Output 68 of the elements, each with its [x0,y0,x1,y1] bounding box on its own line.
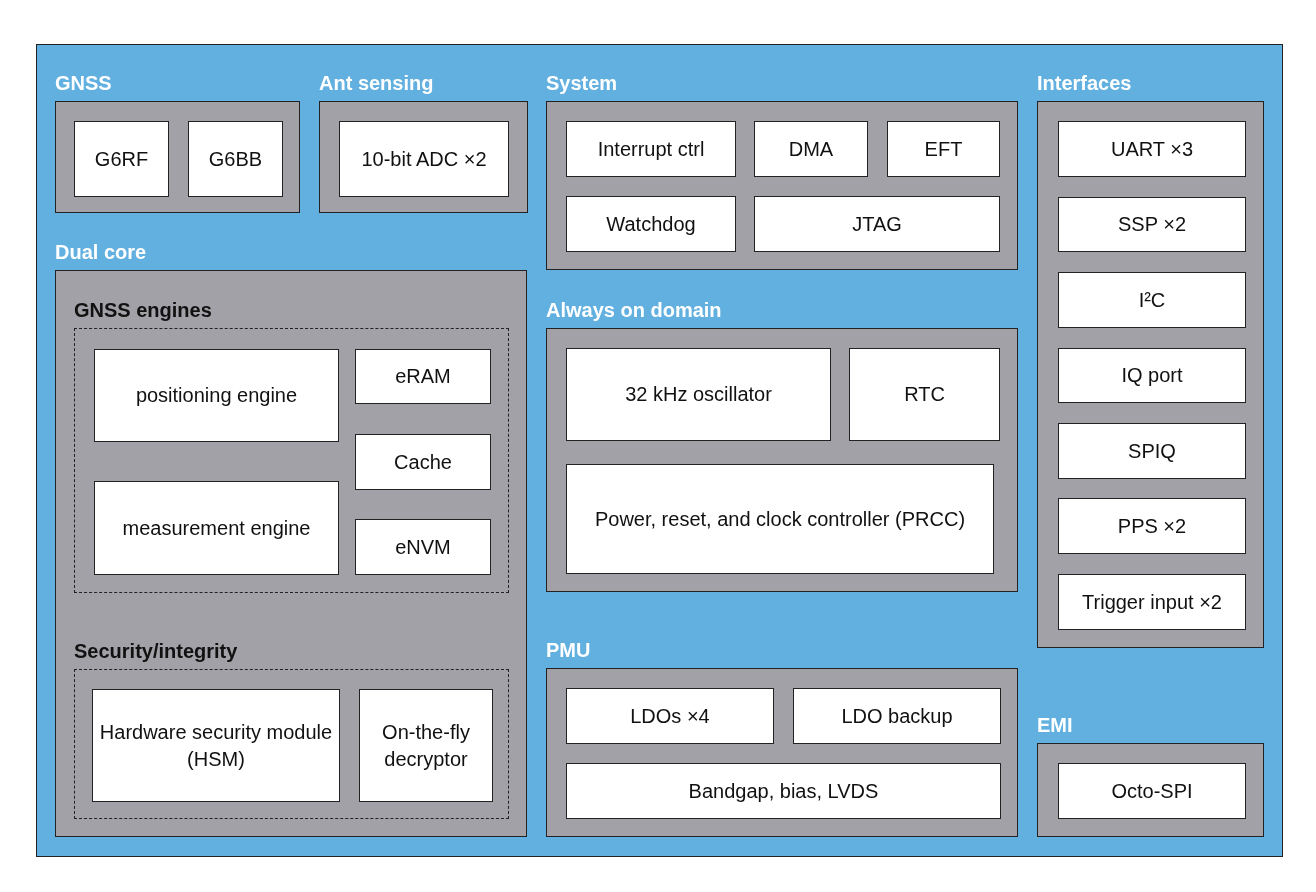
block-label: eNVM [395,534,451,560]
block-label: RTC [904,382,945,407]
block-box [1058,423,1246,479]
block-label: 10-bit ADC ×2 [361,146,487,172]
block-box [355,349,491,404]
block-label: 32 kHz oscillator [625,382,772,407]
block-box [1058,574,1246,630]
block-box [887,121,1000,177]
block-box [1058,763,1246,819]
block-label: Trigger input ×2 [1082,589,1222,615]
block-label: G6RF [94,146,149,172]
group-heading: Ant sensing [319,73,434,93]
block-box [1058,348,1246,403]
block-label: Cache [394,449,452,475]
block-label: JTAG [852,211,902,237]
block-box [339,121,509,197]
block-box [188,121,283,197]
block-box [566,464,994,574]
block-box [1058,272,1246,328]
group-heading: GNSS engines [74,300,212,320]
block-box [359,689,493,802]
block-label: SSP ×2 [1118,212,1186,237]
block-label: Hardware security module (HSM) [99,719,333,772]
group-heading: Interfaces [1037,73,1132,93]
block-box [94,481,339,575]
block-box [1058,197,1246,252]
group-heading: System [546,73,618,93]
group-heading: Security/integrity [74,641,238,661]
block-label: positioning engine [135,383,298,408]
block-box [355,519,491,575]
block-box [355,434,491,490]
block-box [1058,121,1246,177]
block-label: IQ port [1121,363,1183,388]
group-heading: Always on domain [546,300,722,320]
block-label: PPS ×2 [1117,513,1187,539]
block-label: I²C [1138,287,1166,313]
group-heading: PMU [546,640,591,660]
block-label: UART ×3 [1110,136,1194,162]
block-box [566,196,736,252]
block-box [92,689,340,802]
block-box [566,121,736,177]
block-label: DMA [788,136,834,162]
group-heading: Dual core [55,242,147,262]
block-label: Interrupt ctrl [597,136,705,162]
block-label: Bandgap, bias, LVDS [688,778,879,804]
block-label: On-the-fly decryptor [381,719,471,772]
block-box [94,349,339,442]
block-label: Power, reset, and clock controller (PRCC) [594,506,966,532]
block-label: G6BB [208,146,263,172]
block-box [566,688,774,744]
block-box [566,763,1001,819]
block-label: EFT [924,136,963,162]
block-box [849,348,1000,441]
group-heading: EMI [1037,715,1073,735]
block-label: Octo-SPI [1111,778,1193,804]
group-heading: GNSS [55,73,112,93]
block-label: Watchdog [606,211,696,237]
block-box [793,688,1001,744]
block-label: LDO backup [841,703,953,729]
block-label: LDOs ×4 [630,703,710,729]
block-label: eRAM [395,364,451,389]
block-box [1058,498,1246,554]
block-box [754,196,1000,252]
block-box [566,348,831,441]
block-label: measurement engine [122,515,311,541]
block-box [754,121,868,177]
block-box [74,121,169,197]
block-label: SPIQ [1128,438,1176,464]
